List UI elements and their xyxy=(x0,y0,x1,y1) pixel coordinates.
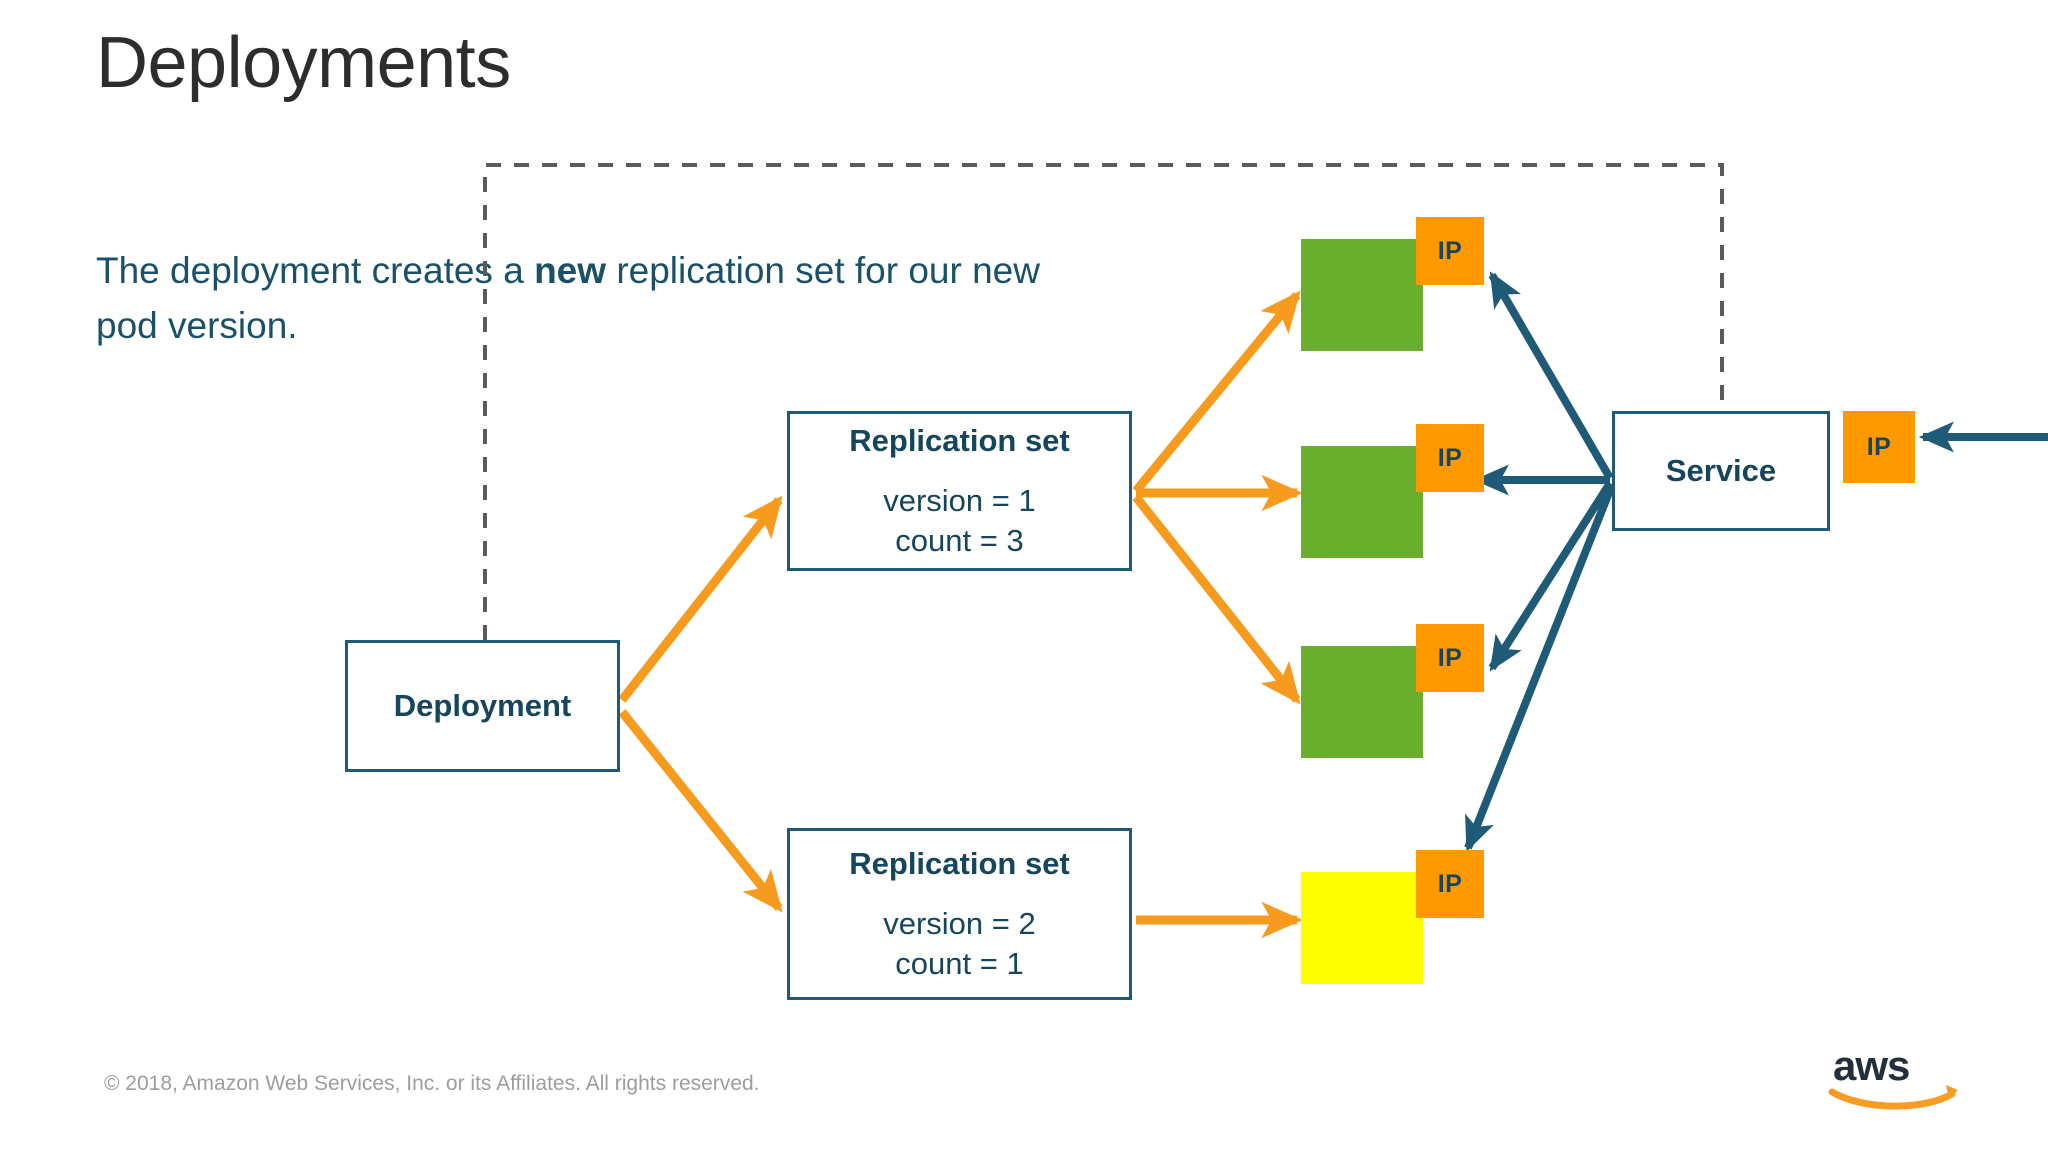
pod-4-container xyxy=(1301,872,1423,984)
deployment-box[interactable]: Deployment xyxy=(345,640,620,772)
body-text-part-1: The deployment creates a xyxy=(96,250,535,291)
replication-set-2-title: Replication set xyxy=(849,845,1070,881)
aws-logo-smile-arrowhead xyxy=(1946,1085,1958,1099)
replication-set-box-2[interactable]: Replication set version = 2 count = 1 xyxy=(787,828,1132,1000)
pod-3-container xyxy=(1301,646,1423,758)
aws-logo: aws xyxy=(1828,1042,1958,1110)
body-text-emphasis: new xyxy=(534,250,607,291)
replication-set-1-details: version = 1 count = 3 xyxy=(883,481,1036,560)
aws-logo-wordmark: aws xyxy=(1833,1042,1909,1089)
service-ip-tag[interactable]: IP xyxy=(1843,411,1915,483)
pod-2-container xyxy=(1301,446,1423,558)
arrow-deployment-to-replset-1 xyxy=(618,495,783,703)
arrow-service-to-pod-1-ip xyxy=(1488,271,1614,481)
arrow-service-to-pod-3-ip xyxy=(1488,480,1614,672)
replication-set-box-1[interactable]: Replication set version = 1 count = 3 xyxy=(787,411,1132,571)
replication-set-1-count: count = 3 xyxy=(895,522,1024,558)
replication-set-2-details: version = 2 count = 1 xyxy=(883,904,1036,983)
replication-set-1-title: Replication set xyxy=(849,422,1070,458)
body-paragraph: The deployment creates a new replication… xyxy=(96,243,1086,353)
pod-1-ip-tag[interactable]: IP xyxy=(1416,217,1484,285)
arrow-deployment-to-replset-2 xyxy=(618,709,783,913)
replication-set-2-version: version = 2 xyxy=(883,905,1036,941)
pod-2-ip-tag[interactable]: IP xyxy=(1416,424,1484,492)
service-box-title: Service xyxy=(1665,453,1777,489)
arrow-service-to-pod-4-ip xyxy=(1464,483,1616,852)
page-title: Deployments xyxy=(96,23,511,103)
aws-logo-smile-curve xyxy=(1828,1088,1956,1110)
pod-4-ip-tag[interactable]: IP xyxy=(1416,850,1484,918)
deployment-box-title: Deployment xyxy=(393,688,572,724)
pod-1-container xyxy=(1301,239,1423,351)
copyright-notice: © 2018, Amazon Web Services, Inc. or its… xyxy=(104,1072,760,1095)
arrow-replset-1-to-pod-1 xyxy=(1132,290,1301,494)
service-box[interactable]: Service xyxy=(1612,411,1830,531)
arrow-replset-1-to-pod-3 xyxy=(1132,494,1301,705)
replication-set-1-version: version = 1 xyxy=(883,482,1036,518)
pod-3-ip-tag[interactable]: IP xyxy=(1416,624,1484,692)
replication-set-2-count: count = 1 xyxy=(895,945,1024,981)
